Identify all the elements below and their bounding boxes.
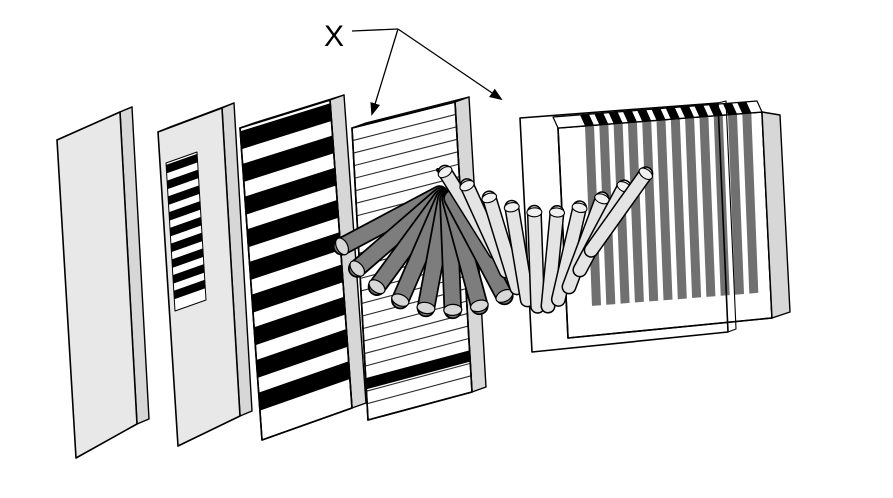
clear-plate-thickness: [717, 100, 737, 333]
barcode-bar: [172, 264, 205, 284]
barcode-bar: [167, 169, 199, 190]
slat-top-mark: [594, 113, 609, 125]
coarse-stripes: [240, 103, 350, 411]
twist-rod-cap: [571, 202, 588, 214]
coarse-stripe-panel-outline: [239, 99, 353, 441]
slat-top-mark: [637, 109, 652, 122]
ruled-line: [366, 362, 471, 392]
slat: [728, 114, 744, 295]
twist-rod-cap: [459, 179, 475, 192]
twist-rod-cap: [481, 192, 498, 204]
slat: [742, 112, 759, 294]
barcode-bar: [169, 216, 202, 237]
slat-plate-side-edge: [761, 111, 791, 319]
fan-rod-cap: [443, 303, 463, 317]
slat-top-mark: [665, 107, 680, 120]
slat: [627, 121, 644, 303]
twist-rod-cap: [503, 202, 520, 213]
twist-rod-cap: [638, 167, 653, 180]
slat: [656, 119, 673, 301]
barcode-bar: [170, 232, 203, 253]
fan-rod-cap: [469, 299, 489, 313]
twist-rod: [552, 201, 586, 306]
slat-top-mark: [651, 108, 666, 121]
ruled-line: [366, 375, 472, 405]
ruled-line: [364, 325, 469, 355]
barcode-bar: [168, 185, 200, 205]
barcode-bar: [171, 248, 204, 268]
plain-panel-face: [56, 111, 138, 459]
leader-tail: [351, 28, 399, 32]
twist-rod-cap: [548, 207, 566, 218]
twist-rod: [505, 201, 534, 306]
rod-fan: [332, 185, 514, 320]
slat-top-mark: [622, 110, 637, 123]
coarse-stripe-panel: [239, 94, 367, 441]
slat-top-mark: [608, 111, 623, 124]
ruled-line: [352, 113, 456, 142]
barcode-bar: [173, 279, 206, 300]
fan-rod: [445, 190, 512, 304]
rod-twist: [437, 164, 654, 314]
coarse-stripe: [249, 232, 341, 280]
coarse-stripe: [244, 167, 337, 215]
leader-line-right: [397, 28, 503, 101]
plain-panel: [56, 106, 150, 459]
ruled-line: [354, 151, 459, 179]
slat-top-mark: [694, 105, 709, 117]
slat-top-mark: [680, 106, 695, 118]
coarse-stripe: [258, 361, 350, 411]
coarse-stripe: [247, 200, 339, 248]
fan-rod-cap: [335, 237, 350, 256]
twist-rod: [483, 191, 523, 294]
coarse-stripe: [251, 264, 343, 313]
ruled-panel-outline: [351, 101, 473, 421]
barcode-bar: [169, 201, 201, 221]
slat-top-mark: [737, 101, 752, 114]
slatted-assembly: [519, 100, 791, 353]
coarse-stripe: [240, 103, 332, 150]
twist-rod-cap: [437, 166, 453, 179]
label-x: X: [324, 20, 344, 53]
fan-rod-cap: [349, 260, 366, 277]
ruled-line: [353, 138, 458, 167]
thick-stripe: [365, 350, 471, 390]
twist-rod: [528, 206, 544, 313]
fan-rod-cap: [368, 279, 386, 295]
slat: [670, 118, 687, 300]
coarse-stripe: [254, 296, 346, 346]
fan-rod-cap: [391, 293, 410, 307]
twist-rod-cap: [526, 207, 543, 218]
twist-rod: [585, 167, 652, 257]
fan-rod-cap: [416, 301, 436, 315]
ruled-line: [353, 126, 457, 154]
ruled-line: [364, 337, 470, 367]
slat: [642, 120, 659, 302]
slat-top-mark: [580, 114, 594, 126]
slat: [699, 116, 716, 297]
slat: [685, 117, 702, 298]
coarse-stripe: [256, 329, 348, 378]
barcode-stripes: [166, 153, 206, 300]
barcode-bar: [166, 153, 198, 174]
barcode-panel: [157, 102, 253, 447]
label-group: X: [324, 20, 503, 116]
twist-rod: [541, 206, 564, 313]
coarse-stripe: [242, 135, 334, 182]
leader-line-left: [370, 28, 399, 116]
